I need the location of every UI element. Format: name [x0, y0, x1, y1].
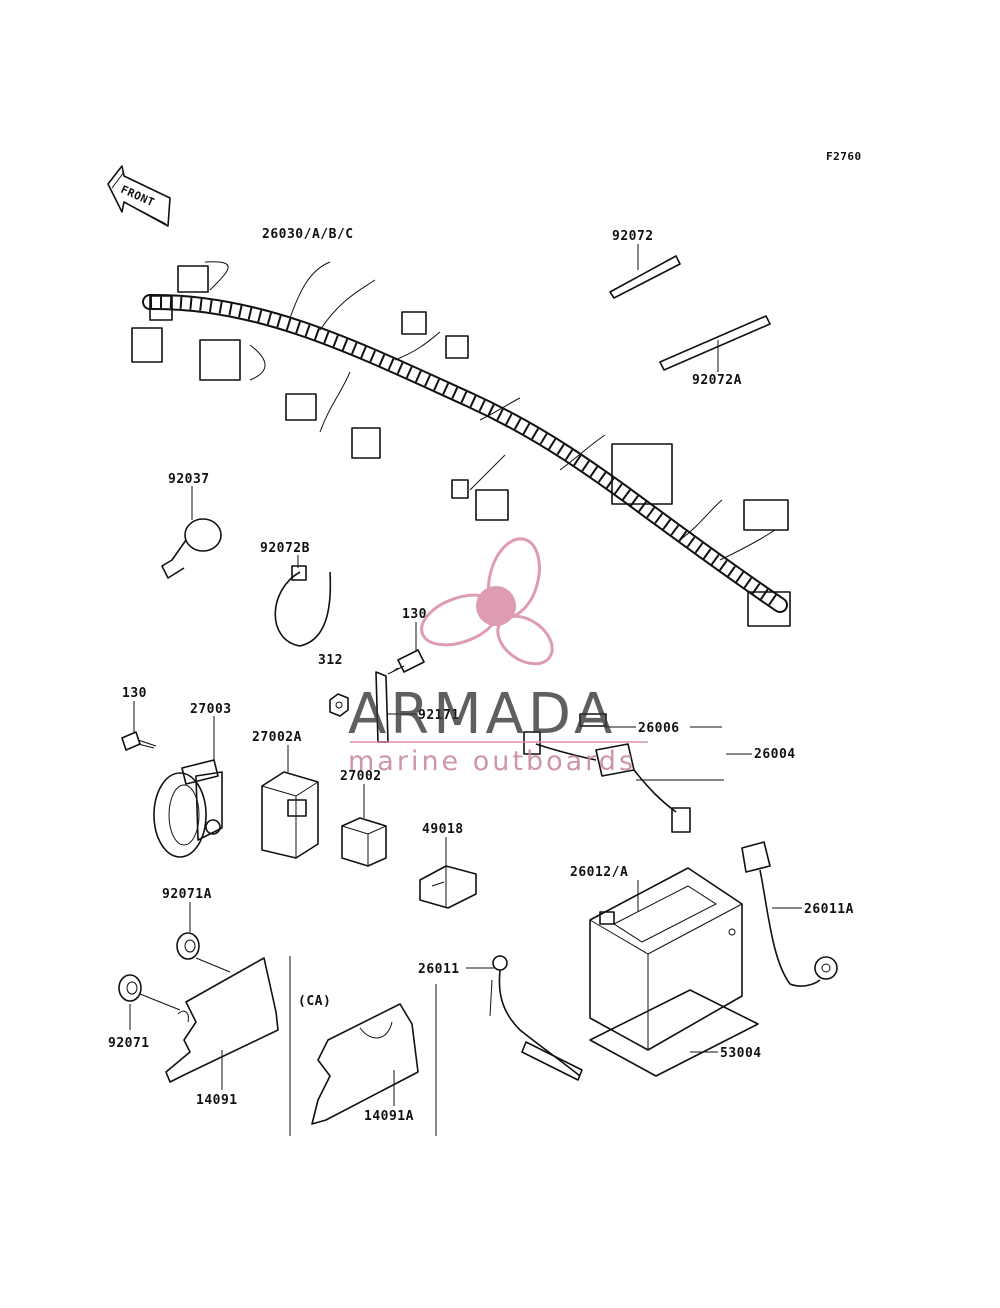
- horn-27003: [153, 759, 223, 858]
- connector-49018: [419, 865, 477, 909]
- mat-53004: [589, 989, 759, 1077]
- callout-clamp-band-a: 92072A: [692, 373, 742, 388]
- grommet-92071: [118, 974, 142, 1002]
- callout-clamp: 92037: [168, 472, 210, 487]
- callout-cover-a: 14091A: [364, 1109, 414, 1124]
- relay-27002: [341, 817, 387, 867]
- callout-grommet-a: 92071A: [162, 887, 212, 902]
- clamp-92037: [161, 518, 222, 579]
- cover-14091: [139, 957, 279, 1083]
- variant-label: (CA): [298, 994, 331, 1009]
- grommet-92071a: [176, 932, 200, 960]
- watermark-title: ARMADA: [348, 682, 616, 747]
- armada-logo: ARMADA marine outboards: [348, 537, 648, 777]
- fuse-26006: [579, 713, 607, 727]
- figure-code: F2760: [826, 150, 862, 163]
- nut-312: [329, 693, 349, 717]
- callout-battery: 26012/A: [570, 865, 628, 880]
- callout-horn: 27003: [190, 702, 232, 717]
- callout-mat: 53004: [720, 1046, 762, 1061]
- watermark-subtitle: marine outboards: [348, 746, 636, 777]
- bolt-upper: [387, 649, 425, 675]
- callout-harness: 26030/A/B/C: [262, 227, 354, 242]
- callout-cable: 26011: [418, 962, 460, 977]
- callout-connector: 49018: [422, 822, 464, 837]
- cover-14091a: [311, 1003, 419, 1125]
- clamp-band-92072: [609, 255, 681, 299]
- front-label: FRONT: [119, 183, 157, 209]
- clamp-band-92072a: [659, 315, 771, 371]
- front-arrow-icon: FRONT: [107, 165, 171, 227]
- callout-relay: 27002: [340, 769, 382, 784]
- callout-bracket: 92171: [418, 708, 460, 723]
- callout-cable-a: 26011A: [804, 902, 854, 917]
- callout-relay-a: 27002A: [252, 730, 302, 745]
- bolt-lower: [121, 731, 157, 751]
- callout-grommet: 92071: [108, 1036, 150, 1051]
- battery-26012: [589, 867, 743, 1051]
- callout-cover: 14091: [196, 1093, 238, 1108]
- propeller-icon: [420, 537, 554, 666]
- cable-26011a: [741, 841, 838, 987]
- callout-clamp-band: 92072: [612, 229, 654, 244]
- callout-band: 92072B: [260, 541, 310, 556]
- callout-bolt-upper: 130: [402, 607, 427, 622]
- main-wiring-harness: [131, 261, 791, 627]
- callout-fuse: 26006: [638, 721, 680, 736]
- callout-nut: 312: [318, 653, 343, 668]
- callout-bolt-lower: 130: [122, 686, 147, 701]
- callout-lead: 26004: [754, 747, 796, 762]
- cable-26011: [489, 955, 583, 1081]
- band-92072b: [274, 565, 332, 647]
- relay-27002a: [261, 771, 319, 859]
